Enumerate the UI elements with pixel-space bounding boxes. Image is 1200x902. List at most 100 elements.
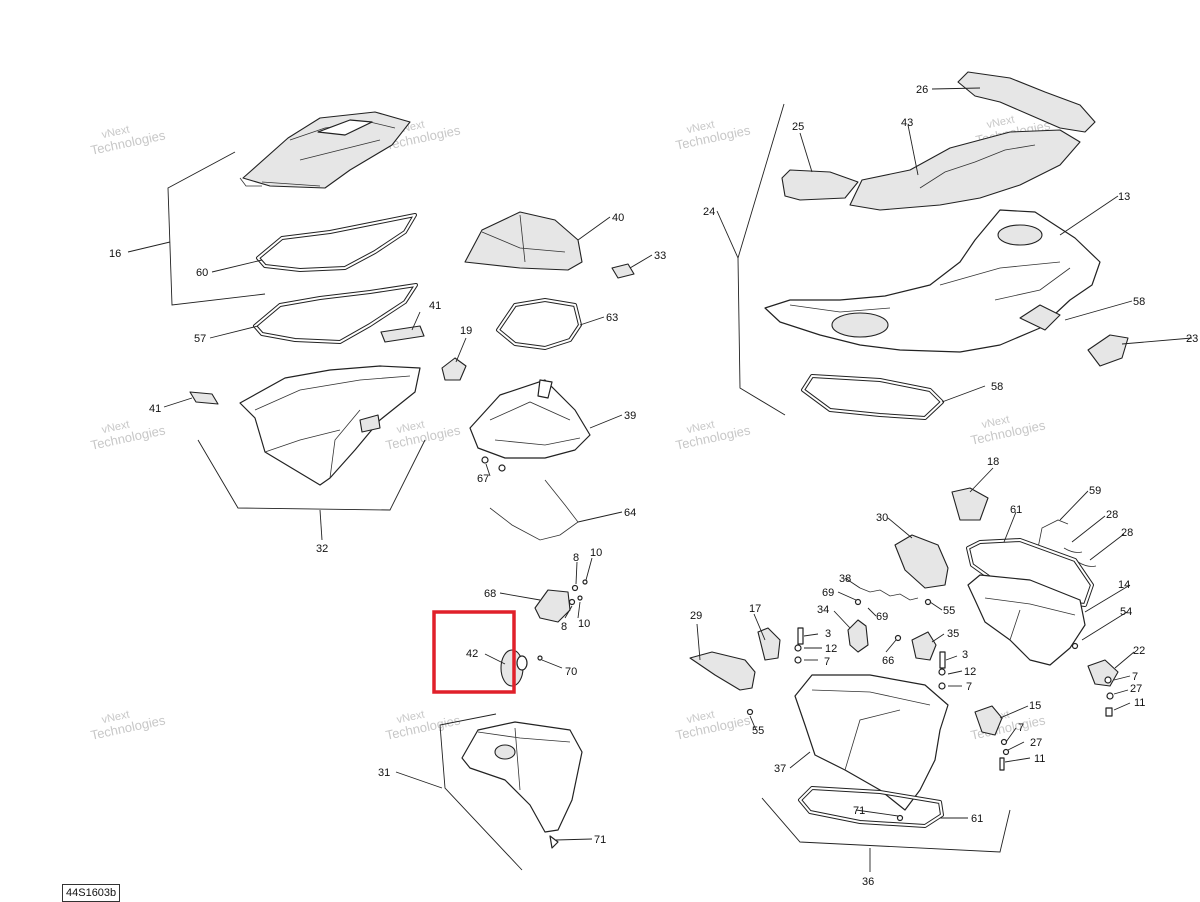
tray-29-drawing (689, 651, 756, 691)
callout-19: 19 (460, 325, 472, 337)
spring-38-drawing (859, 587, 919, 601)
frame-39-drawing (469, 379, 591, 459)
callout-58: 58 (1133, 296, 1145, 308)
callout-14: 14 (1118, 579, 1130, 591)
watermark-line1: vNext (981, 414, 1011, 432)
callout-31: 31 (378, 767, 390, 779)
diagram-id-label: 44S1603b (62, 884, 121, 902)
latch-22-drawing (1087, 659, 1119, 687)
callout-41: 41 (149, 403, 161, 415)
watermark: vNext Technologies (674, 419, 752, 453)
callout-11: 11 (1134, 697, 1145, 709)
bracket-35-drawing (911, 631, 937, 661)
callout-24: 24 (703, 206, 715, 218)
callout-25: 25 (792, 121, 804, 133)
callout-23: 23 (1186, 333, 1198, 345)
deck-mat-43-drawing (849, 129, 1081, 211)
callout-61: 61 (1010, 504, 1022, 516)
callout-70: 70 (565, 666, 577, 678)
callout-16: 16 (109, 248, 121, 260)
callout-13: 13 (1118, 191, 1130, 203)
watermark: vNext Technologies (89, 124, 167, 158)
watermark: vNext Technologies (674, 709, 752, 743)
storage-bin-32-drawing (239, 365, 421, 486)
callout-3: 3 (825, 628, 831, 640)
callout-57: 57 (194, 333, 206, 345)
callout-61: 61 (971, 813, 983, 825)
spring-28a-drawing (1063, 547, 1083, 553)
watermark: vNext Technologies (89, 709, 167, 743)
watermark-line1: vNext (396, 709, 426, 727)
callout-41: 41 (429, 300, 441, 312)
callout-15: 15 (1029, 700, 1041, 712)
callout-10: 10 (578, 618, 590, 630)
bracket-18-drawing (951, 487, 989, 521)
callout-69: 69 (876, 611, 888, 623)
cover-40-drawing (464, 211, 583, 271)
deck-13-drawing (764, 209, 1101, 353)
callout-35: 35 (947, 628, 959, 640)
callout-7: 7 (1132, 671, 1138, 683)
bolt-67-drawing (481, 456, 506, 472)
callout-55: 55 (943, 605, 955, 617)
callout-27: 27 (1030, 737, 1042, 749)
gasket-57-drawing (253, 283, 418, 344)
callout-63: 63 (606, 312, 618, 324)
callout-69: 69 (822, 587, 834, 599)
callout-54: 54 (1120, 606, 1132, 618)
watermark: vNext Technologies (674, 119, 752, 153)
deck-pad-25-drawing (781, 169, 859, 201)
callout-42: 42 (466, 648, 478, 660)
callout-10: 10 (590, 547, 602, 559)
callout-32: 32 (316, 543, 328, 555)
callout-8: 8 (573, 552, 579, 564)
callout-34: 34 (817, 604, 829, 616)
clip-33-drawing (611, 263, 635, 279)
watermark-line1: vNext (986, 114, 1016, 132)
latch-41b-drawing (189, 391, 219, 405)
callout-36: 36 (862, 876, 874, 888)
callout-12: 12 (964, 666, 976, 678)
callout-40: 40 (612, 212, 624, 224)
callout-26: 26 (916, 84, 928, 96)
callout-7: 7 (966, 681, 972, 693)
bin-31-drawing (461, 721, 583, 849)
gasket-61b-drawing (798, 786, 944, 828)
watermark-line1: vNext (686, 419, 716, 437)
part-42-drawing (500, 649, 543, 687)
latch-15-drawing (974, 705, 1003, 736)
watermark-line1: vNext (686, 709, 716, 727)
callout-39: 39 (624, 410, 636, 422)
callout-17: 17 (749, 603, 761, 615)
bracket-34-drawing (847, 619, 869, 653)
storage-bin-37-drawing (794, 674, 949, 811)
callout-28: 28 (1121, 527, 1133, 539)
callout-37: 37 (774, 763, 786, 775)
callout-18: 18 (987, 456, 999, 468)
callout-60: 60 (196, 267, 208, 279)
storage-tray-14-drawing (967, 574, 1086, 666)
callout-labels: 16 60 57 41 41 32 40 33 63 19 39 67 64 8… (109, 84, 1198, 888)
callout-22: 22 (1133, 645, 1145, 657)
callout-67: 67 (477, 473, 489, 485)
callout-64: 64 (624, 507, 636, 519)
callout-27: 27 (1130, 683, 1142, 695)
callout-71: 71 (853, 805, 865, 817)
callout-11: 11 (1034, 753, 1045, 765)
bracket-68-drawing (534, 579, 588, 623)
bracket-17-drawing (757, 627, 781, 661)
storage-lid-drawing (239, 111, 411, 189)
watermark-line1: vNext (101, 419, 131, 437)
watermark-line1: vNext (101, 709, 131, 727)
callout-66: 66 (882, 655, 894, 667)
callout-55: 55 (752, 725, 764, 737)
watermark: vNext Technologies (89, 419, 167, 453)
parts-drawings (189, 71, 1129, 849)
watermark: vNext Technologies (969, 414, 1047, 448)
bracket-30-drawing (894, 534, 949, 589)
spring-28b-drawing (1077, 561, 1097, 567)
callout-8: 8 (561, 621, 567, 633)
deck-pad-26-drawing (957, 71, 1096, 133)
callout-43: 43 (901, 117, 913, 129)
callout-28: 28 (1106, 509, 1118, 521)
